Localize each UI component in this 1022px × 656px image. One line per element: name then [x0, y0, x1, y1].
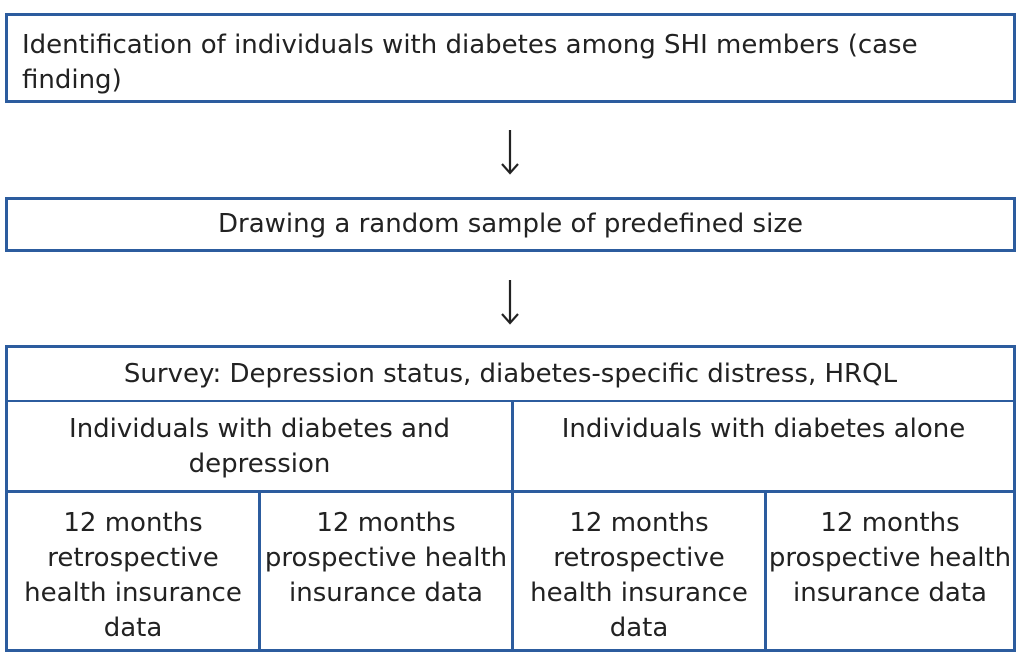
- random-sample-text: Drawing a random sample of predefined si…: [218, 209, 803, 239]
- group-diabetes-alone: Individuals with diabetes alone: [514, 401, 1013, 490]
- cell-text: 12 months retrospective health insurance…: [530, 508, 748, 643]
- divider: [8, 400, 1013, 402]
- prospective-data-cell: 12 months prospective health insurance d…: [261, 493, 511, 649]
- random-sample-box: Drawing a random sample of predefined si…: [5, 197, 1016, 252]
- survey-title: Survey: Depression status, diabetes-spec…: [123, 359, 898, 389]
- survey-header: Survey: Depression status, diabetes-spec…: [8, 348, 1013, 401]
- group-diabetes-depression: Individuals with diabetes and depression: [8, 401, 511, 490]
- divider: [511, 401, 514, 649]
- retrospective-data-cell: 12 months retrospective health insurance…: [514, 493, 764, 649]
- cell-text: 12 months prospective health insurance d…: [768, 508, 1012, 608]
- retrospective-data-cell: 12 months retrospective health insurance…: [8, 493, 258, 649]
- group-label: Individuals with diabetes alone: [561, 414, 966, 444]
- cell-text: 12 months retrospective health insurance…: [24, 508, 242, 643]
- divider: [764, 490, 767, 649]
- case-finding-box: Identification of individuals with diabe…: [5, 13, 1016, 103]
- case-finding-text: Identification of individuals with diabe…: [22, 30, 918, 95]
- prospective-data-cell: 12 months prospective health insurance d…: [767, 493, 1013, 649]
- divider: [258, 490, 261, 649]
- survey-table: Survey: Depression status, diabetes-spec…: [5, 345, 1016, 652]
- group-label: Individuals with diabetes and depression: [69, 414, 450, 479]
- down-arrow-icon: [501, 130, 519, 175]
- divider: [8, 490, 1013, 493]
- down-arrow-icon: [501, 280, 519, 325]
- cell-text: 12 months prospective health insurance d…: [264, 508, 508, 608]
